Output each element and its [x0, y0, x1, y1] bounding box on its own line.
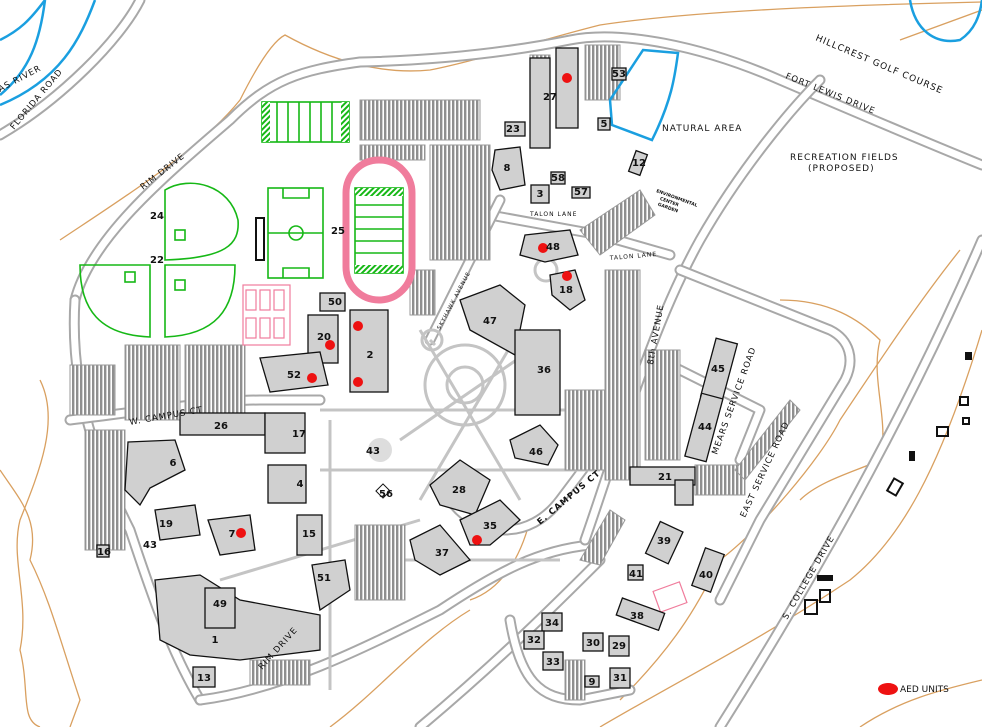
aed-icon	[307, 373, 317, 383]
parking-lots	[69, 44, 801, 701]
building-22: 22	[150, 255, 164, 266]
aed-icon	[353, 377, 363, 387]
building-45: 45	[711, 364, 725, 375]
off-campus-structures	[804, 352, 972, 615]
aed-icon	[538, 243, 548, 253]
aed-markers	[236, 73, 572, 545]
building-52: 52	[287, 370, 301, 381]
aed-icon	[353, 321, 363, 331]
building-5: 5	[601, 119, 608, 130]
building-51: 51	[317, 573, 331, 584]
building-7: 7	[229, 529, 236, 540]
building-12: 12	[632, 158, 646, 169]
softball-field-1	[164, 182, 239, 261]
building-17: 17	[292, 429, 306, 440]
building-26: 26	[214, 421, 228, 432]
building-32: 32	[527, 635, 541, 646]
buildings	[96, 47, 739, 689]
talon-lane-label: TALON LANE	[609, 251, 658, 262]
building-46: 46	[529, 447, 543, 458]
building-47: 47	[483, 316, 497, 327]
aed-legend-label: AED UNITS	[900, 685, 949, 695]
building-44: 44	[698, 422, 712, 433]
building-1: 1	[212, 635, 219, 646]
natural-area-pond	[608, 48, 680, 142]
building-28: 28	[452, 485, 466, 496]
building-57: 57	[574, 187, 588, 198]
building-2: 2	[367, 350, 374, 361]
building-38: 38	[630, 611, 644, 622]
building-13: 13	[197, 673, 211, 684]
running-track	[342, 156, 416, 304]
building-43: 43	[366, 446, 380, 457]
building-37: 37	[435, 548, 449, 559]
aed-legend-icon	[878, 683, 898, 695]
building-34: 34	[545, 618, 559, 629]
talon-lane-label: TALON LANE	[529, 211, 577, 218]
building-49: 49	[213, 599, 227, 610]
building-24: 24	[150, 211, 164, 222]
athletic-fields	[79, 101, 688, 613]
recreation-fields-note: (PROPOSED)	[808, 164, 875, 174]
building-18: 18	[559, 285, 573, 296]
building-56: 56	[379, 489, 393, 500]
aed-icon	[562, 271, 572, 281]
building-16: 16	[97, 547, 111, 558]
building-43-west: 43	[143, 540, 157, 551]
building-25: 25	[331, 226, 345, 237]
animas-river	[0, 0, 982, 107]
building-48: 48	[546, 242, 560, 253]
tennis-courts	[242, 284, 688, 613]
map-legend: AED UNITS	[878, 683, 949, 695]
softball-field-3	[164, 264, 236, 338]
aed-icon	[236, 528, 246, 538]
building-9: 9	[589, 677, 596, 688]
building-50: 50	[328, 297, 342, 308]
building-6: 6	[170, 458, 177, 469]
building-4: 4	[297, 479, 304, 490]
natural-area-label: NATURAL AREA	[662, 124, 742, 134]
building-58: 58	[551, 173, 565, 184]
building-21: 21	[658, 472, 672, 483]
practice-field	[261, 101, 350, 143]
building-3: 3	[537, 189, 544, 200]
building-8: 8	[504, 163, 511, 174]
building-40: 40	[699, 570, 713, 581]
aed-icon	[472, 535, 482, 545]
building-20: 20	[317, 332, 331, 343]
building-labels: 27 23 8 58 3 57 5 53 12 48 18 47 36 46 2…	[97, 69, 725, 688]
river-label: AS RIVER	[0, 64, 43, 95]
softball-field-2	[79, 264, 151, 338]
building-33: 33	[546, 657, 560, 668]
recreation-fields-label: RECREATION FIELDS	[790, 153, 899, 163]
building-15: 15	[302, 529, 316, 540]
aed-icon	[325, 340, 335, 350]
building-29: 29	[612, 641, 626, 652]
building-19: 19	[159, 519, 173, 530]
building-39: 39	[657, 536, 671, 547]
building-41: 41	[629, 569, 643, 580]
building-36: 36	[537, 365, 551, 376]
building-35: 35	[483, 521, 497, 532]
building-23: 23	[506, 124, 520, 135]
building-27: 27	[543, 92, 557, 103]
building-30: 30	[586, 638, 600, 649]
golf-course-label: HILLCREST GOLF COURSE	[814, 34, 944, 97]
building-31: 31	[613, 673, 627, 684]
aed-icon	[562, 73, 572, 83]
building-53: 53	[612, 69, 626, 80]
